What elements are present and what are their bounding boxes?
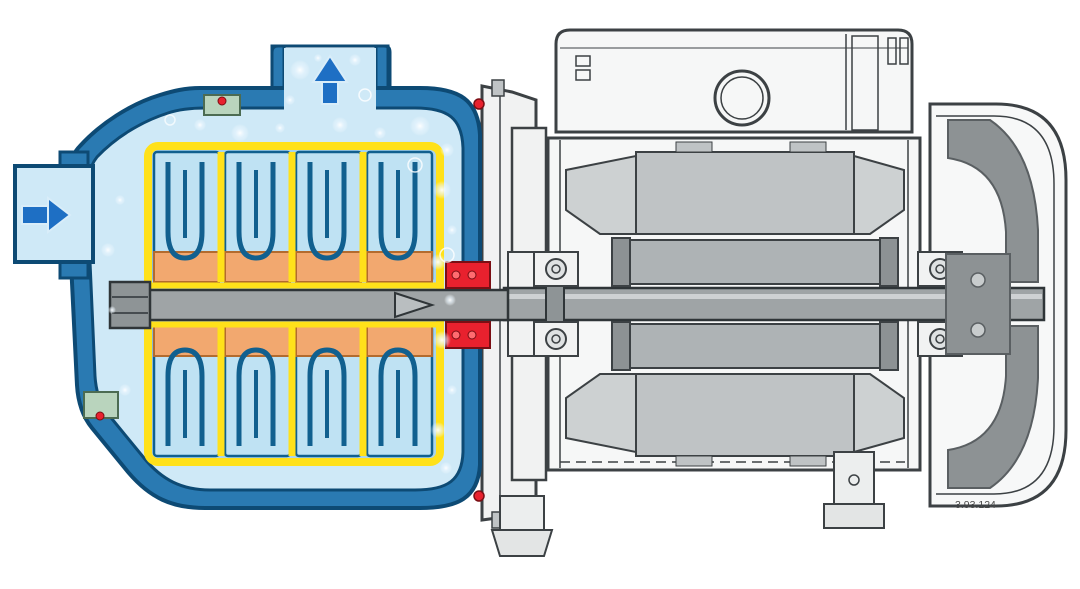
terminal-box — [554, 28, 914, 134]
casing-clamps — [83, 94, 485, 502]
o-ring-icon — [473, 490, 485, 502]
shaft-cone — [394, 291, 436, 319]
arrow-right-icon — [21, 195, 72, 235]
o-ring-icon — [473, 98, 485, 110]
pump-section — [13, 44, 510, 510]
mounting-feet — [490, 451, 885, 557]
terminal-screw-icon — [575, 55, 591, 67]
motor-section — [480, 28, 1068, 557]
pump-shaft — [108, 280, 510, 330]
figure-number: 3.93.124 — [955, 499, 996, 511]
rotor — [611, 237, 899, 371]
terminal-screw-icon — [575, 69, 591, 81]
bearing-front — [533, 251, 579, 357]
suction-inlet — [13, 150, 95, 280]
cooling-fan — [945, 119, 1039, 489]
cable-gland-icon — [713, 69, 771, 127]
arrow-up-icon — [311, 54, 349, 105]
stator — [565, 141, 905, 467]
mechanical-seal — [445, 261, 491, 349]
shaft-nut — [108, 280, 152, 330]
